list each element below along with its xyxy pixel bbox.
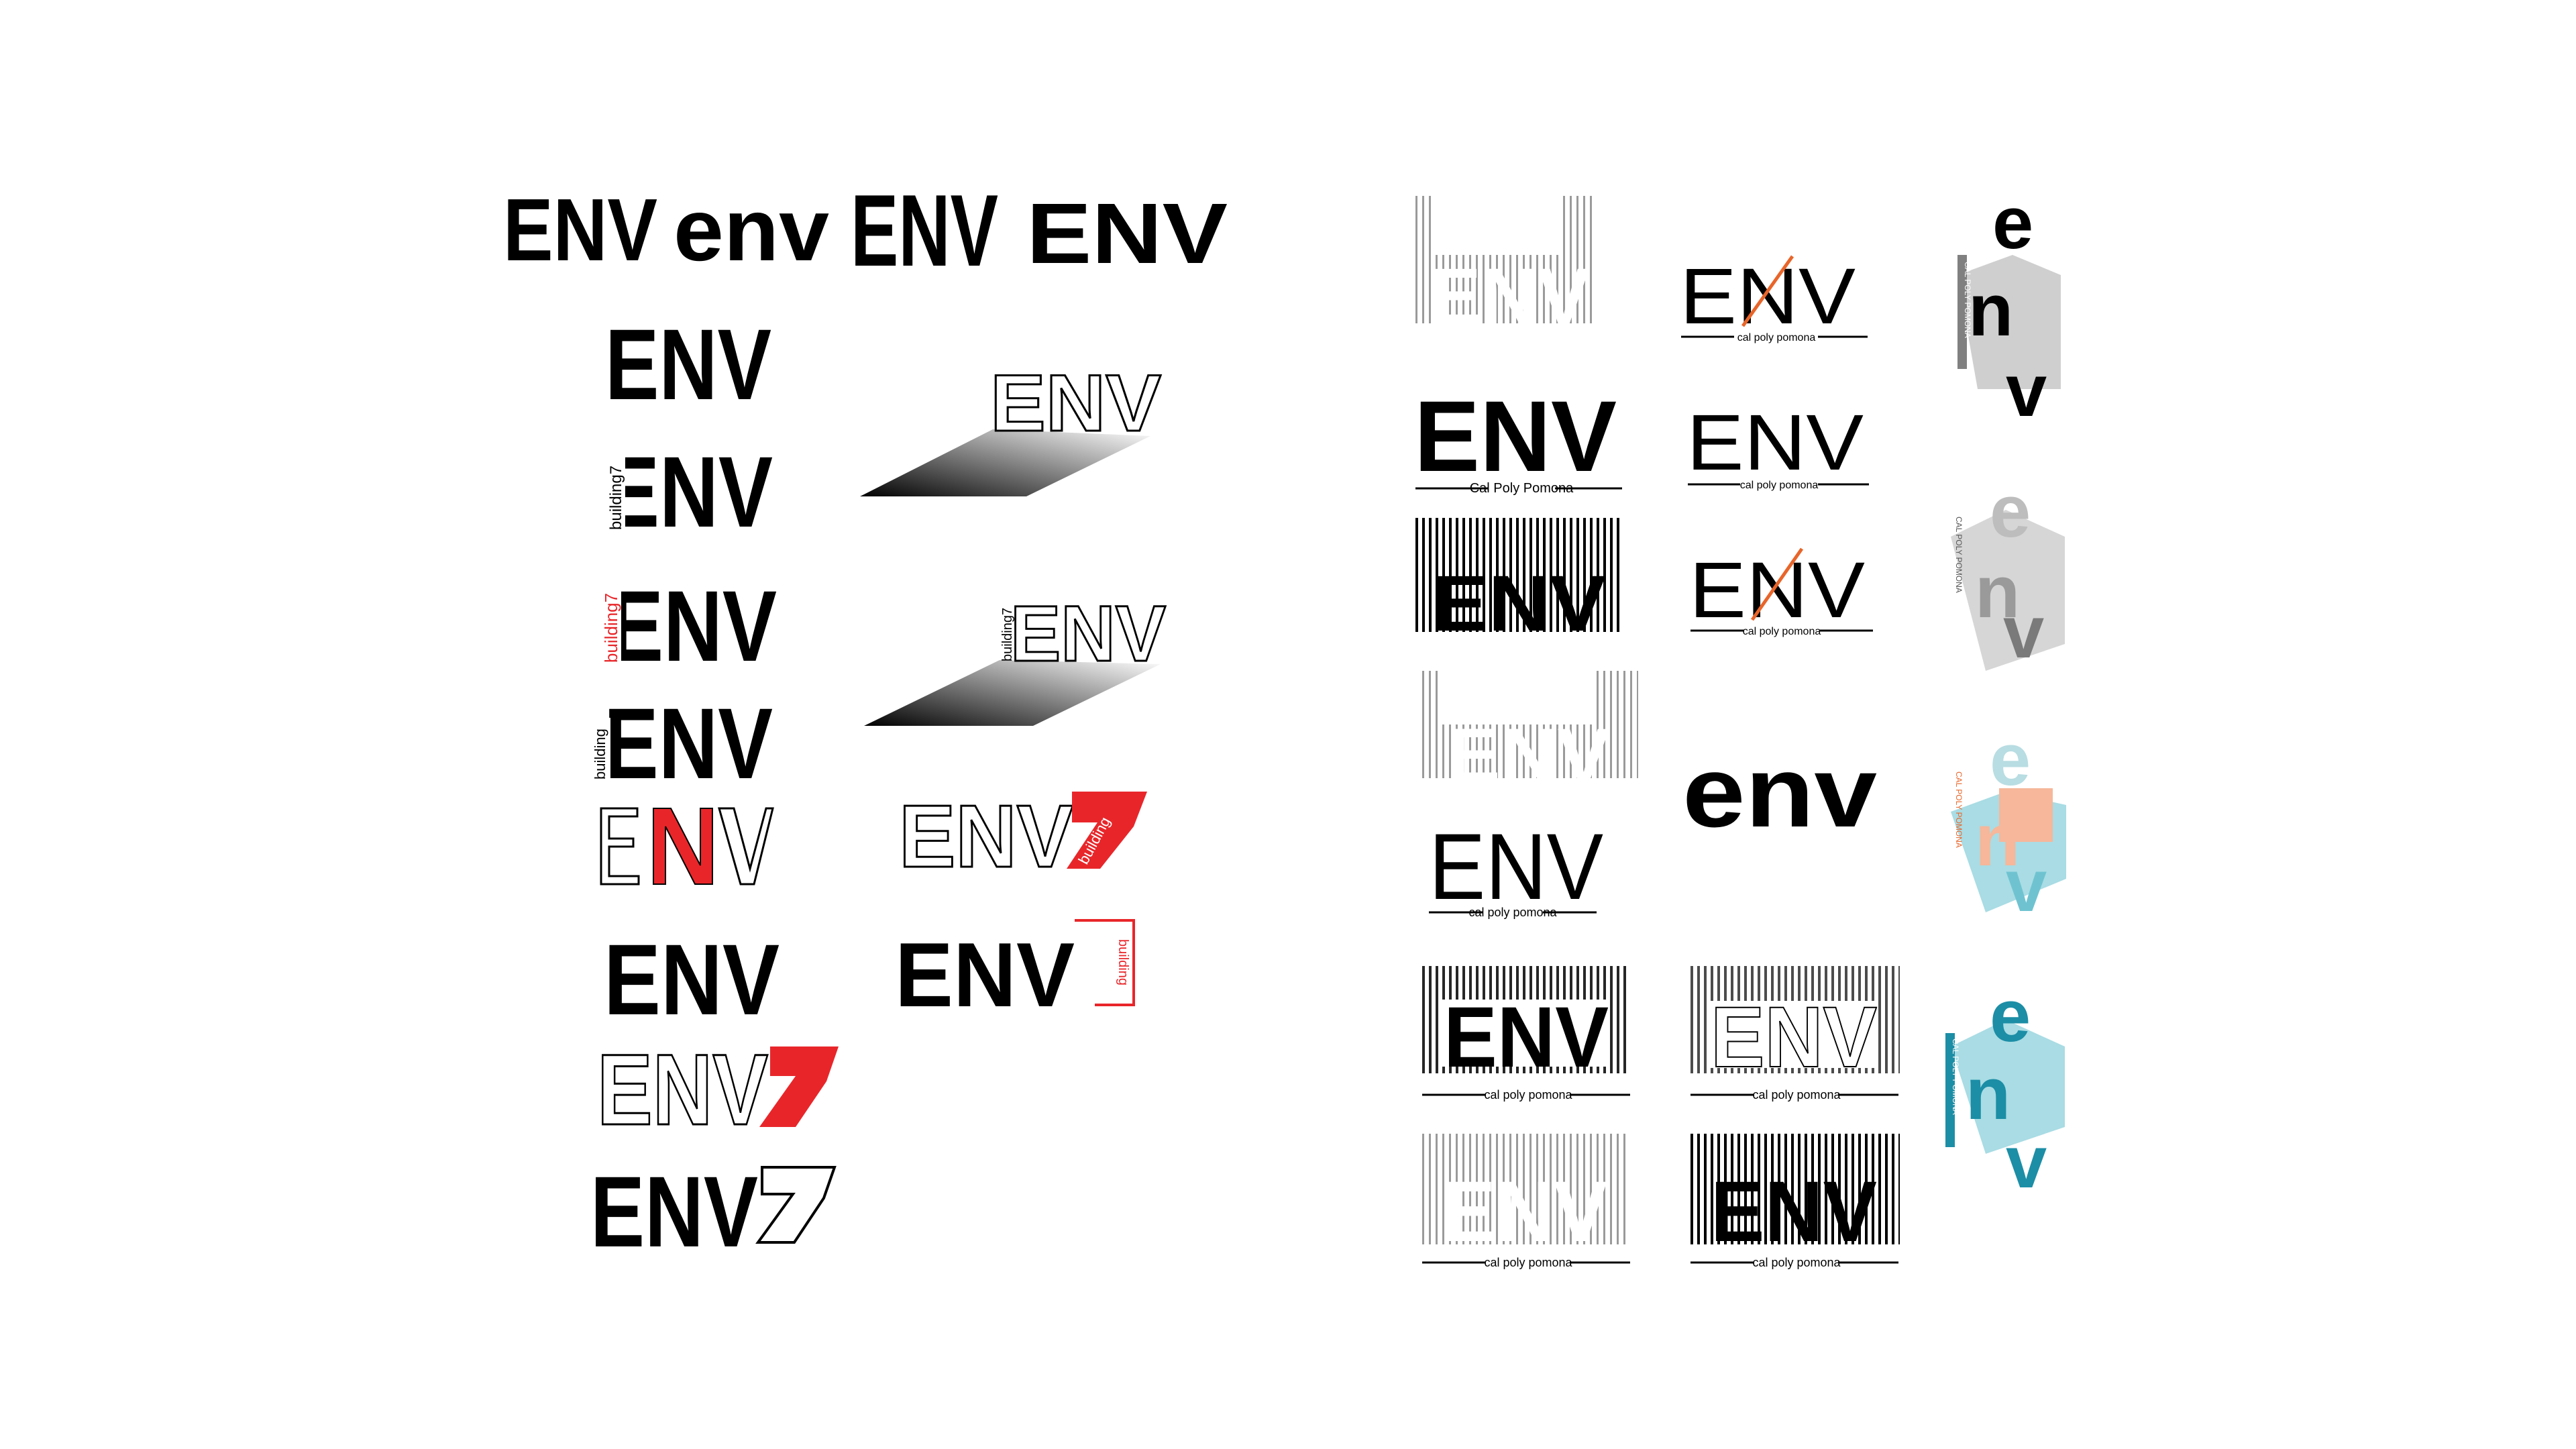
letter-e: e <box>1992 182 2033 264</box>
logo-env-building7-1: ENV building7 <box>602 435 773 548</box>
wordmark: ENV <box>851 174 998 288</box>
letter-n: n <box>1966 1053 2010 1135</box>
wordmark: ENV <box>1686 398 1864 487</box>
logo-env-orange-line-1: ENV cal poly pomona <box>1680 252 1868 343</box>
building7-label: building7 <box>1000 608 1015 661</box>
logo-env-top-2: env <box>674 180 829 279</box>
wordmark: ENV <box>1711 989 1877 1085</box>
caption: cal poly pomona <box>1740 480 1819 491</box>
wordmark: ENV <box>899 787 1073 885</box>
wordmark: ENV <box>1689 546 1865 635</box>
letter-v: v <box>2006 350 2047 432</box>
caption: cal poly pomona <box>1743 626 1821 637</box>
wordmark: ENV <box>597 1033 768 1146</box>
wordmark: ENV <box>605 308 771 421</box>
wordmark: ENV <box>609 570 777 682</box>
wordmark: ENV <box>895 924 1075 1026</box>
logo-env-linear-caption-1: ENV cal poly pomona <box>1421 966 1630 1102</box>
logo-env-linear-caption-2: ENV cal poly pomona <box>1690 966 1900 1102</box>
letter-e: e <box>1990 718 2031 801</box>
logo-env7-outline-red: ENV <box>596 1032 839 1147</box>
caption: cal poly pomona <box>1752 1088 1841 1102</box>
letter-v: v <box>2006 1121 2047 1203</box>
caption: cal poly pomona <box>1484 1256 1572 1269</box>
vertical-caption: CAL POLY POMONA <box>1954 517 1964 593</box>
vertical-caption: CAL POLY POMONA <box>1951 1038 1960 1115</box>
wordmark: ENV <box>1026 186 1228 282</box>
logo-env-cal-poly-bold: ENV Cal Poly Pomona <box>1414 380 1622 496</box>
wordmark: ENV <box>1429 252 1590 341</box>
letter-n: n <box>1968 269 2013 352</box>
logo-env-lowercase-bold: env <box>1682 735 1877 848</box>
letter-n: n <box>1975 551 2020 633</box>
wordmark: ENV <box>604 923 780 1036</box>
caption: cal poly pomona <box>1484 1088 1572 1102</box>
wordmark: ENV <box>990 358 1161 448</box>
logo-env-perspective-2: ENV building7 <box>864 585 1167 726</box>
logo-env-bold: ENV <box>604 923 780 1036</box>
logo-env-building7-red: ENV building7 <box>601 570 777 682</box>
letter-n: n <box>1975 799 2020 881</box>
logo-env7-red-building: ENV building <box>898 786 1147 887</box>
wordmark: ENV <box>1680 252 1856 341</box>
wordmark: ENV <box>1448 713 1610 797</box>
wordmark: ENV <box>1414 380 1617 492</box>
logo-env-stack-1: ENV <box>605 308 771 421</box>
building7-label: building7 <box>607 466 625 530</box>
wordmark: ENV <box>1010 590 1166 678</box>
logo-env-top-4: ENV <box>1026 186 1228 282</box>
logo-env-linear-gray-2: ENV <box>1419 671 1638 797</box>
logo-env-top-1: ENV <box>503 180 657 279</box>
wordmark: ENV <box>1432 559 1606 648</box>
letter-e: e <box>1990 470 2031 553</box>
wordmark: ENV <box>1711 1164 1877 1260</box>
logo-env-thin-caption: ENV cal poly pomona <box>1429 814 1603 919</box>
logo-env-orange-line-2: ENV cal poly pomona <box>1689 546 1873 637</box>
caption: cal poly pomona <box>1737 332 1816 343</box>
caption: cal poly pomona <box>1468 906 1557 919</box>
logo-env-linear-black-1: ENV <box>1415 518 1623 648</box>
letter-v: v <box>2003 591 2044 674</box>
wordmark: ENV <box>1444 989 1609 1085</box>
caption: Cal Poly Pomona <box>1470 481 1574 496</box>
vertical-caption: CAL POLY POMONA <box>1963 262 1972 338</box>
logo-env-perspective-1: ENV <box>860 358 1163 496</box>
wordmark: ENV <box>1429 814 1603 919</box>
wordmark: ENV <box>604 687 773 800</box>
logo-env7-red-outline-building: ENV building <box>895 919 1135 1026</box>
wordmark: ENV <box>503 180 657 279</box>
wordmark: ENV <box>590 1155 758 1268</box>
building7-label: building <box>592 729 608 780</box>
logo-env-building9: ENV building <box>588 687 773 800</box>
wordmark: ENV <box>1442 1164 1607 1260</box>
logo-env-red-n <box>600 807 774 885</box>
wordmark: ENV <box>605 435 773 548</box>
wordmark: env <box>674 180 829 279</box>
logo-env-linear-caption-gray: ENV cal poly pomona <box>1421 1134 1630 1269</box>
logo-env-stacked-gray: CAL POLY POMONA e n v <box>1957 182 2061 432</box>
logo-env-stacked-teal: CAL POLY POMONA e n v <box>1945 975 2065 1203</box>
logo-env-thin-2: ENV cal poly pomona <box>1686 398 1869 491</box>
logo-env-linear-gray-1: ENV <box>1415 196 1597 341</box>
vertical-caption: CAL POLY POMONA <box>1954 771 1964 848</box>
building7-label: building <box>1116 939 1130 985</box>
logo-env-stacked-peach-teal: CAL POLY POMONA e n v <box>1951 718 2066 927</box>
letter-e: e <box>1990 975 2031 1057</box>
letter-v: v <box>2006 845 2047 927</box>
building7-label: building7 <box>601 593 621 663</box>
wordmark: env <box>1682 735 1877 848</box>
logo-env-stacked-light-gray: CAL POLY POMONA e n v <box>1951 470 2065 674</box>
logo-env7-black: ENV <box>590 1155 837 1268</box>
logo-env-top-3: ENV <box>851 174 998 288</box>
logo-env-linear-caption-black: ENV cal poly pomona <box>1690 1134 1900 1269</box>
caption: cal poly pomona <box>1752 1256 1841 1269</box>
